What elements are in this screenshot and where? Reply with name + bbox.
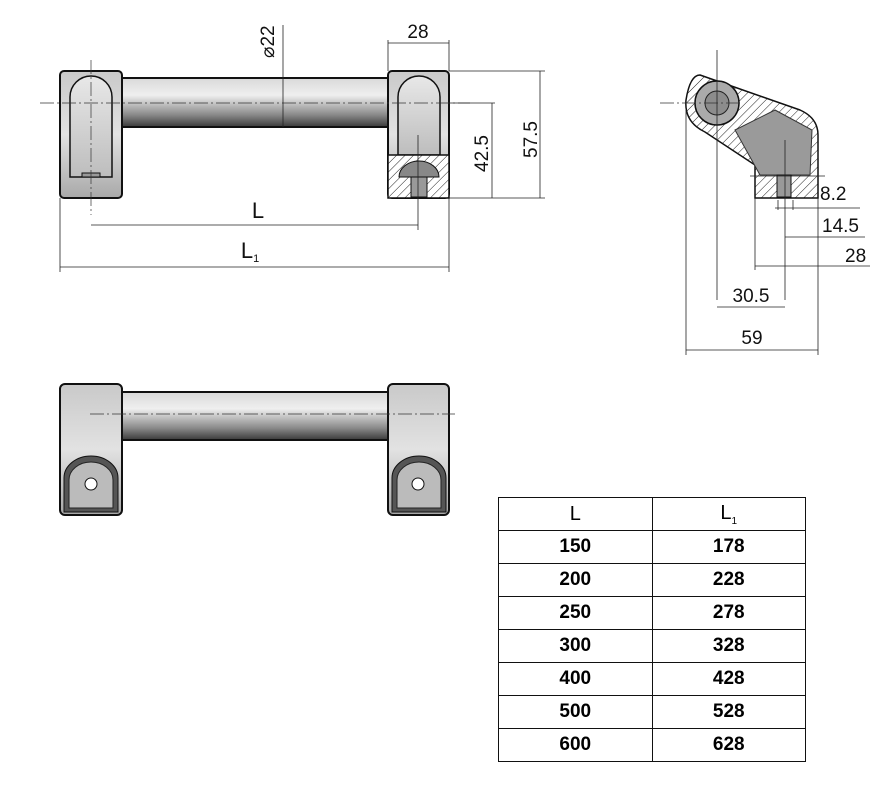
cell-L1: 328 [651, 629, 806, 663]
dim-L: L [252, 198, 264, 223]
dim-8-2: 8.2 [820, 184, 846, 205]
cell-L: 500 [498, 695, 653, 729]
cell-L1: 278 [651, 596, 806, 630]
dim-42-5: 42.5 [472, 135, 493, 172]
header-L: L [498, 497, 653, 531]
dim-30-5: 30.5 [733, 286, 770, 307]
cell-L1: 228 [651, 563, 806, 597]
header-L1: L1 [651, 497, 806, 531]
dim-14-5: 14.5 [822, 216, 859, 237]
cell-L: 600 [498, 728, 653, 762]
cell-L1: 178 [651, 530, 806, 564]
cell-L: 300 [498, 629, 653, 663]
handle-tube [121, 77, 389, 128]
cell-L: 250 [498, 596, 653, 630]
cell-L: 200 [498, 563, 653, 597]
dim-block-width: 28 [407, 22, 428, 43]
dim-L1: L1 [241, 238, 259, 265]
cell-L1: 528 [651, 695, 806, 729]
front-view: 28 ⌀22 42.5 57.5 L L1 [40, 22, 545, 272]
cell-L1: 428 [651, 662, 806, 696]
cell-L: 400 [498, 662, 653, 696]
dim-28-side: 28 [845, 246, 866, 267]
top-view [59, 383, 455, 516]
dim-tube-diameter: ⌀22 [258, 25, 279, 58]
dim-59: 59 [741, 328, 762, 349]
cell-L: 150 [498, 530, 653, 564]
table-header-row: L L1 [498, 497, 806, 531]
cell-L1: 628 [651, 728, 806, 762]
dim-57-5: 57.5 [521, 121, 542, 158]
side-view: 8.2 14.5 28 30.5 59 [660, 50, 870, 355]
